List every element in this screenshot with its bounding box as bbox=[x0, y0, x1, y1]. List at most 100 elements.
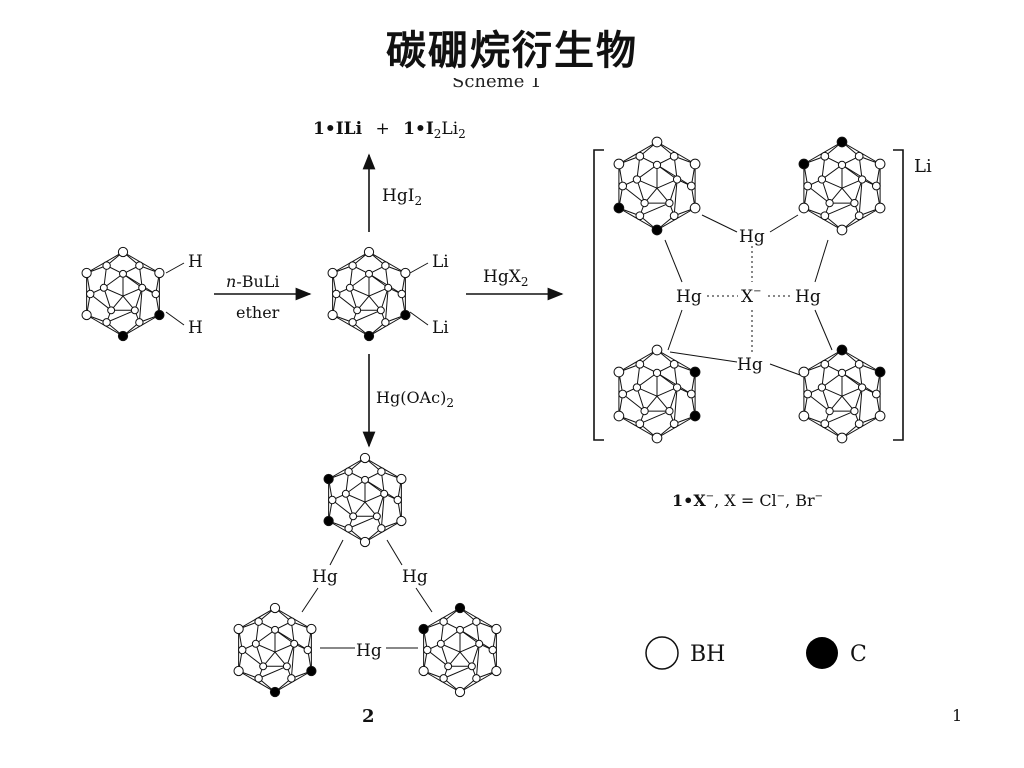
bh-vertex bbox=[669, 211, 679, 221]
bh-vertex bbox=[345, 283, 354, 292]
bh-vertex bbox=[384, 283, 393, 292]
hg-top: Hg bbox=[739, 227, 765, 247]
bh-vertex bbox=[151, 289, 160, 299]
bh-vertex bbox=[154, 267, 165, 279]
bh-vertex bbox=[825, 406, 834, 416]
carbon-vertex bbox=[306, 665, 317, 677]
bh-vertex bbox=[254, 617, 263, 626]
bh-vertex bbox=[130, 306, 139, 315]
bh-vertex bbox=[117, 246, 129, 258]
bh-vertex bbox=[640, 406, 649, 416]
bh-vertex bbox=[820, 211, 830, 221]
bh-vertex bbox=[651, 344, 663, 356]
bh-vertex bbox=[396, 473, 407, 485]
bh-vertex bbox=[348, 261, 357, 270]
bh-vertex bbox=[102, 318, 111, 327]
bh-vertex bbox=[651, 136, 663, 148]
bh-vertex bbox=[803, 181, 813, 191]
bh-vertex bbox=[439, 674, 448, 683]
bh-vertex bbox=[365, 269, 373, 278]
bh-vertex bbox=[836, 432, 848, 444]
bh-vertex bbox=[665, 406, 674, 416]
atom-h-top: H bbox=[188, 252, 203, 272]
bh-vertex bbox=[135, 318, 144, 327]
bh-vertex bbox=[396, 515, 407, 527]
bh-vertex bbox=[119, 269, 127, 278]
bh-vertex bbox=[344, 467, 353, 476]
carborane-cages bbox=[81, 136, 886, 698]
bh-vertex bbox=[353, 306, 362, 315]
bh-vertex bbox=[341, 489, 350, 498]
bh-vertex bbox=[472, 617, 481, 626]
halide-center: X− bbox=[741, 286, 762, 307]
bh-vertex bbox=[635, 419, 645, 429]
slide-title: 碳硼烷衍生物 bbox=[386, 28, 638, 74]
scheme-label: Scheme 1 bbox=[452, 78, 542, 92]
bh-vertex bbox=[344, 524, 353, 533]
bh-vertex bbox=[491, 623, 502, 635]
bh-vertex bbox=[359, 452, 371, 464]
carbon-vertex bbox=[400, 309, 411, 321]
hg-right: Hg bbox=[795, 287, 821, 307]
bh-vertex bbox=[454, 686, 466, 698]
reagent-hgi2: HgI2 bbox=[382, 186, 422, 208]
bh-vertex bbox=[817, 383, 827, 392]
bh-vertex bbox=[472, 674, 481, 683]
bh-vertex bbox=[635, 359, 645, 369]
bh-vertex bbox=[238, 645, 247, 655]
carbon-vertex bbox=[613, 202, 625, 214]
carbon-vertex bbox=[689, 366, 701, 378]
bh-vertex bbox=[400, 267, 411, 279]
bh-vertex bbox=[86, 289, 95, 299]
carbon-vertex bbox=[323, 515, 334, 527]
bh-vertex bbox=[817, 175, 827, 184]
reagent-hgoac2: Hg(OAc)2 bbox=[376, 388, 454, 410]
bh-vertex bbox=[332, 289, 341, 299]
carbon-vertex bbox=[836, 344, 848, 356]
bh-vertex bbox=[618, 181, 628, 191]
atom-h-bottom: H bbox=[188, 318, 203, 338]
bh-vertex bbox=[287, 617, 296, 626]
hg-bottom: Hg bbox=[737, 355, 763, 375]
bh-vertex bbox=[672, 383, 682, 392]
bh-vertex bbox=[837, 368, 847, 378]
carbon-vertex bbox=[418, 623, 429, 635]
bracket-left bbox=[593, 149, 604, 441]
bh-vertex bbox=[798, 366, 810, 378]
carbon-vertex bbox=[874, 366, 886, 378]
bh-vertex bbox=[798, 202, 810, 214]
bh-vertex bbox=[475, 639, 484, 648]
bh-vertex bbox=[874, 158, 886, 170]
bh-vertex bbox=[363, 246, 375, 258]
atom-li-bottom: Li bbox=[432, 318, 449, 338]
bh-vertex bbox=[348, 318, 357, 327]
bh-vertex bbox=[686, 389, 696, 399]
carbon-vertex bbox=[323, 473, 334, 485]
bh-vertex bbox=[803, 389, 813, 399]
hg-trimer-left: Hg bbox=[312, 567, 338, 587]
bh-vertex bbox=[372, 512, 381, 521]
bh-vertex bbox=[376, 306, 385, 315]
bh-vertex bbox=[138, 283, 147, 292]
bh-vertex bbox=[439, 617, 448, 626]
hg-left: Hg bbox=[676, 287, 702, 307]
bh-vertex bbox=[436, 639, 445, 648]
bh-vertex bbox=[820, 359, 830, 369]
bh-vertex bbox=[327, 267, 338, 279]
bh-vertex bbox=[107, 306, 116, 315]
bh-vertex bbox=[613, 366, 625, 378]
bh-vertex bbox=[825, 198, 834, 208]
bh-vertex bbox=[837, 160, 847, 170]
atom-li-top: Li bbox=[432, 252, 449, 272]
bh-vertex bbox=[135, 261, 144, 270]
bh-vertex bbox=[397, 289, 406, 299]
reagent-hgx2: HgX2 bbox=[483, 267, 528, 289]
bracket-counterion: Li bbox=[914, 156, 932, 177]
carbon-vertex bbox=[836, 136, 848, 148]
bh-vertex bbox=[857, 175, 867, 184]
bh-vertex bbox=[328, 495, 337, 505]
legend-c-label: C bbox=[850, 642, 867, 667]
compound-1x-label: 1•X−, X = Cl−, Br− bbox=[672, 491, 823, 510]
hg-trimer-bottom: Hg bbox=[356, 641, 382, 661]
carbon-vertex bbox=[154, 309, 165, 321]
